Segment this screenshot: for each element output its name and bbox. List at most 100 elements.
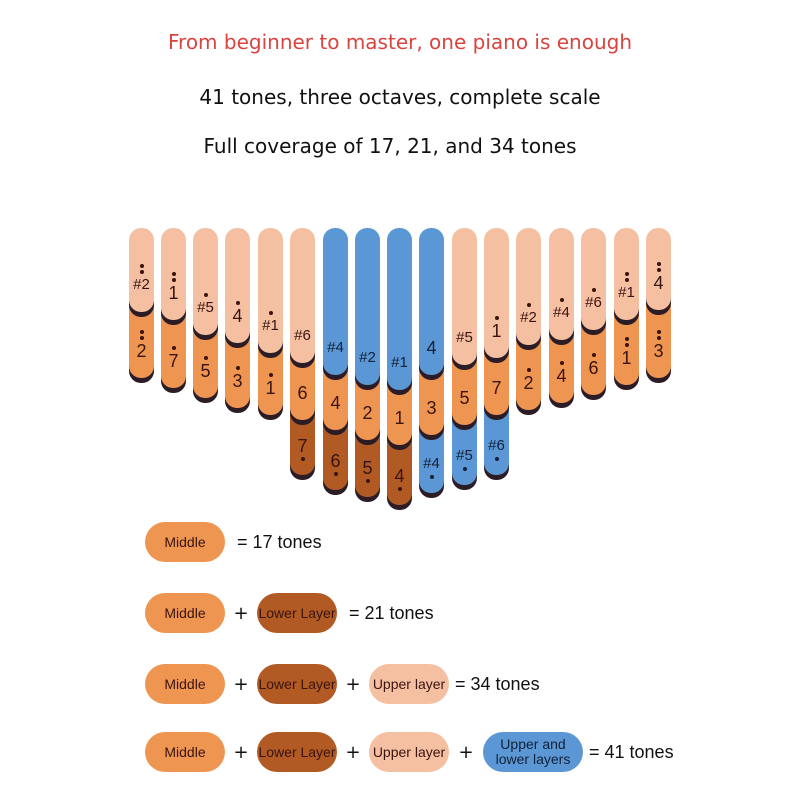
octave-dot-icon xyxy=(171,278,176,282)
note-text: 4 xyxy=(394,466,405,486)
note-label: 1 xyxy=(161,270,186,302)
note-text: 1 xyxy=(491,321,502,341)
plus-sign: + xyxy=(345,741,361,763)
note-text: #1 xyxy=(391,354,408,371)
note-label: 1 xyxy=(258,371,283,397)
upper-and-lower-layers-pill: Upper and lower layers xyxy=(483,732,583,772)
tine-segment-blue: 4 xyxy=(419,228,444,375)
octave-dots-below xyxy=(365,479,370,483)
subtitle-coverage: Full coverage of 17, 21, and 34 tones xyxy=(203,134,577,158)
note-text: 1 xyxy=(265,378,276,398)
middle-pill: Middle xyxy=(145,732,225,772)
note-label: 4 xyxy=(646,260,671,292)
octave-dot-icon xyxy=(656,268,661,272)
note-label: 6 xyxy=(323,452,348,478)
octave-dots-above xyxy=(656,262,661,272)
note-label: 2 xyxy=(129,328,154,360)
note-text: #1 xyxy=(618,284,635,301)
note-text: 7 xyxy=(297,436,308,456)
note-label: #5 xyxy=(452,447,477,473)
note-label: #4 xyxy=(419,455,444,481)
note-text: 7 xyxy=(491,378,502,398)
note-label: #6 xyxy=(290,327,315,345)
tine-segment-upper: 4 xyxy=(646,228,671,310)
tine-segment-blue: #2 xyxy=(355,228,380,385)
note-text: 5 xyxy=(362,458,373,478)
octave-dot-icon xyxy=(494,316,499,320)
octave-dots-above xyxy=(139,330,144,340)
plus-sign: + xyxy=(233,741,249,763)
tine-segment-lower: 6 xyxy=(323,416,348,490)
octave-dot-icon xyxy=(268,373,273,377)
octave-dots-above xyxy=(526,303,531,307)
octave-dots-above xyxy=(203,356,208,360)
note-label: #6 xyxy=(484,437,509,463)
note-text: 3 xyxy=(232,371,243,391)
octave-dots-above xyxy=(235,301,240,305)
octave-dot-icon xyxy=(235,301,240,305)
octave-dot-icon xyxy=(462,467,467,471)
octave-dots-below xyxy=(397,487,402,491)
note-label: 1 xyxy=(387,409,412,427)
octave-dot-icon xyxy=(526,303,531,307)
note-label: 3 xyxy=(646,328,671,360)
note-label: 2 xyxy=(516,366,541,392)
legend-row-17: Middle = 17 tones xyxy=(145,520,322,564)
note-label: 1 xyxy=(614,335,639,367)
middle-pill: Middle xyxy=(145,664,225,704)
note-text: 6 xyxy=(330,451,341,471)
tine-segment-upper: #4 xyxy=(549,228,574,340)
upper-layer-pill: Upper layer xyxy=(369,664,449,704)
note-label: 5 xyxy=(193,354,218,380)
note-label: #5 xyxy=(452,329,477,347)
octave-dot-icon xyxy=(429,475,434,479)
middle-pill: Middle xyxy=(145,593,225,633)
note-label: 4 xyxy=(549,359,574,385)
note-text: 4 xyxy=(426,338,437,358)
note-label: 6 xyxy=(581,351,606,377)
note-label: 4 xyxy=(387,467,412,493)
octave-dot-icon xyxy=(494,457,499,461)
note-label: 3 xyxy=(225,364,250,390)
note-label: #2 xyxy=(129,262,154,294)
lower-layer-pill: Lower Layer xyxy=(257,732,337,772)
note-text: #4 xyxy=(423,455,440,472)
tine-segment-upper: #1 xyxy=(258,228,283,353)
octave-dot-icon xyxy=(559,361,564,365)
octave-dots-above xyxy=(559,361,564,365)
octave-dots-above xyxy=(139,264,144,274)
note-text: #2 xyxy=(359,349,376,366)
octave-dots-above xyxy=(268,373,273,377)
note-text: #5 xyxy=(456,329,473,346)
octave-dot-icon xyxy=(139,270,144,274)
tine-segment-upper: 1 xyxy=(161,228,186,320)
octave-dot-icon xyxy=(397,487,402,491)
note-label: #2 xyxy=(516,301,541,327)
octave-dots-above xyxy=(494,316,499,320)
note-text: #2 xyxy=(520,309,537,326)
note-label: 4 xyxy=(419,339,444,357)
octave-dot-icon xyxy=(171,346,176,350)
octave-dots-above xyxy=(656,330,661,340)
octave-dot-icon xyxy=(203,293,208,297)
octave-dots-below xyxy=(300,457,305,461)
note-label: 6 xyxy=(290,384,315,402)
note-text: 4 xyxy=(653,273,664,293)
note-text: #5 xyxy=(197,299,214,316)
legend-row-21: Middle + Lower Layer = 21 tones xyxy=(145,591,434,635)
note-label: #4 xyxy=(549,296,574,322)
note-text: 3 xyxy=(426,398,437,418)
note-label: 7 xyxy=(161,344,186,370)
octave-dot-icon xyxy=(171,272,176,276)
octave-dots-above xyxy=(559,298,564,302)
note-text: 7 xyxy=(168,351,179,371)
lower-layer-pill: Lower Layer xyxy=(257,593,337,633)
octave-dot-icon xyxy=(656,336,661,340)
plus-sign: + xyxy=(233,673,249,695)
note-label: 4 xyxy=(323,394,348,412)
note-label: 7 xyxy=(290,437,315,463)
headline: From beginner to master, one piano is en… xyxy=(167,30,633,54)
octave-dot-icon xyxy=(139,330,144,334)
tine-segment-upper: #5 xyxy=(193,228,218,335)
octave-dot-icon xyxy=(235,366,240,370)
